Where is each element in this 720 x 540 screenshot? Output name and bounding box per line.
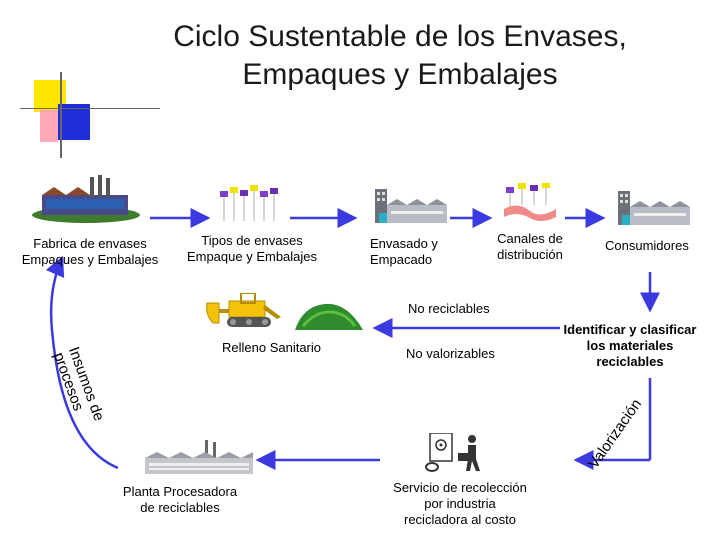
factory-icon: [32, 175, 140, 223]
tipos-label: Tipos de envases Empaque y Embalajes: [172, 233, 332, 265]
collector-icon: [420, 433, 482, 473]
envasado-label: Envasado y Empacado: [370, 236, 438, 268]
identificar-label: Identificar y clasificar los materiales …: [556, 322, 704, 370]
distribution-icon: [500, 183, 560, 223]
packaging-plant-icon: [375, 183, 447, 225]
processing-plant-icon: [145, 440, 253, 474]
canales-label: Canales de distribución: [480, 231, 580, 263]
relleno-label: Relleno Sanitario: [222, 340, 321, 356]
consumidores-label: Consumidores: [605, 238, 689, 254]
fabrica-label: Fabrica de envases Empaques y Embalajes: [10, 236, 170, 268]
packages-icon: [218, 185, 280, 223]
landfill-icon: [295, 300, 363, 330]
consumer-building-icon: [618, 185, 690, 227]
planta-label: Planta Procesadora de reciclables: [100, 484, 260, 516]
no-reciclables-label: No reciclables: [408, 301, 490, 317]
no-valorizables-label: No valorizables: [406, 346, 495, 362]
bulldozer-icon: [205, 293, 285, 329]
servicio-label: Servicio de recolección por industria re…: [375, 480, 545, 528]
